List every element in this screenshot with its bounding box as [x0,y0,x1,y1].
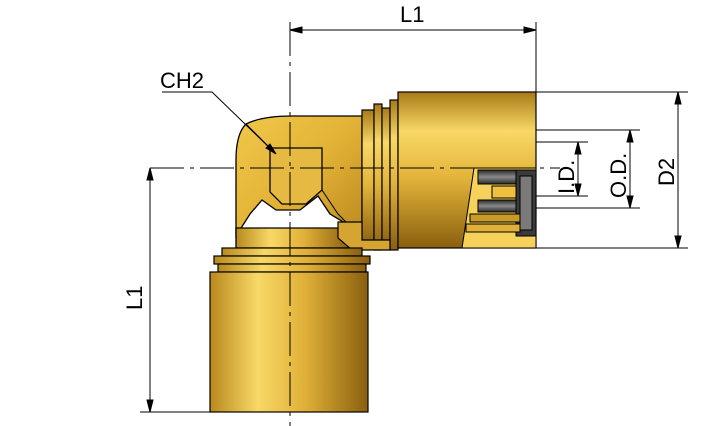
hex-leader [162,91,277,155]
label-left-l1: L1 [122,286,147,310]
label-d2: D2 [654,158,679,186]
hex-flat [245,123,351,227]
label-id: I.D. [554,160,579,194]
dimension-d2 [536,91,688,249]
label-ch2: CH2 [160,68,204,93]
vertical-arm [209,247,371,413]
dimension-top-l1 [289,22,537,92]
dimension-id [536,141,588,197]
centerlines [150,22,560,426]
inner-step [337,221,391,251]
dimension-od [536,129,640,209]
dimension-left-l1 [140,167,210,413]
label-od: O.D. [606,153,631,198]
push-in-cutaway [461,167,537,249]
label-top-l1: L1 [400,2,424,27]
